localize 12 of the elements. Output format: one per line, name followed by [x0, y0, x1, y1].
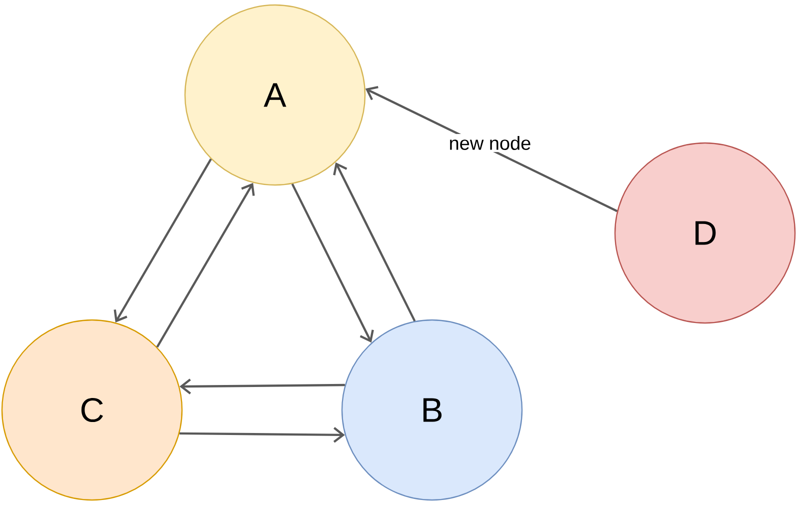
circle-node: C [1, 319, 183, 501]
arrow [180, 378, 345, 394]
circle-node: A [184, 4, 366, 186]
arrow [114, 158, 212, 322]
circle-node: B [341, 319, 523, 501]
arrow [333, 162, 416, 322]
edge-label: new node [446, 134, 534, 152]
arrow [291, 183, 374, 343]
circle-node: D [614, 142, 796, 324]
arrow [365, 86, 618, 212]
arrow [156, 182, 255, 348]
arrow [180, 427, 345, 443]
